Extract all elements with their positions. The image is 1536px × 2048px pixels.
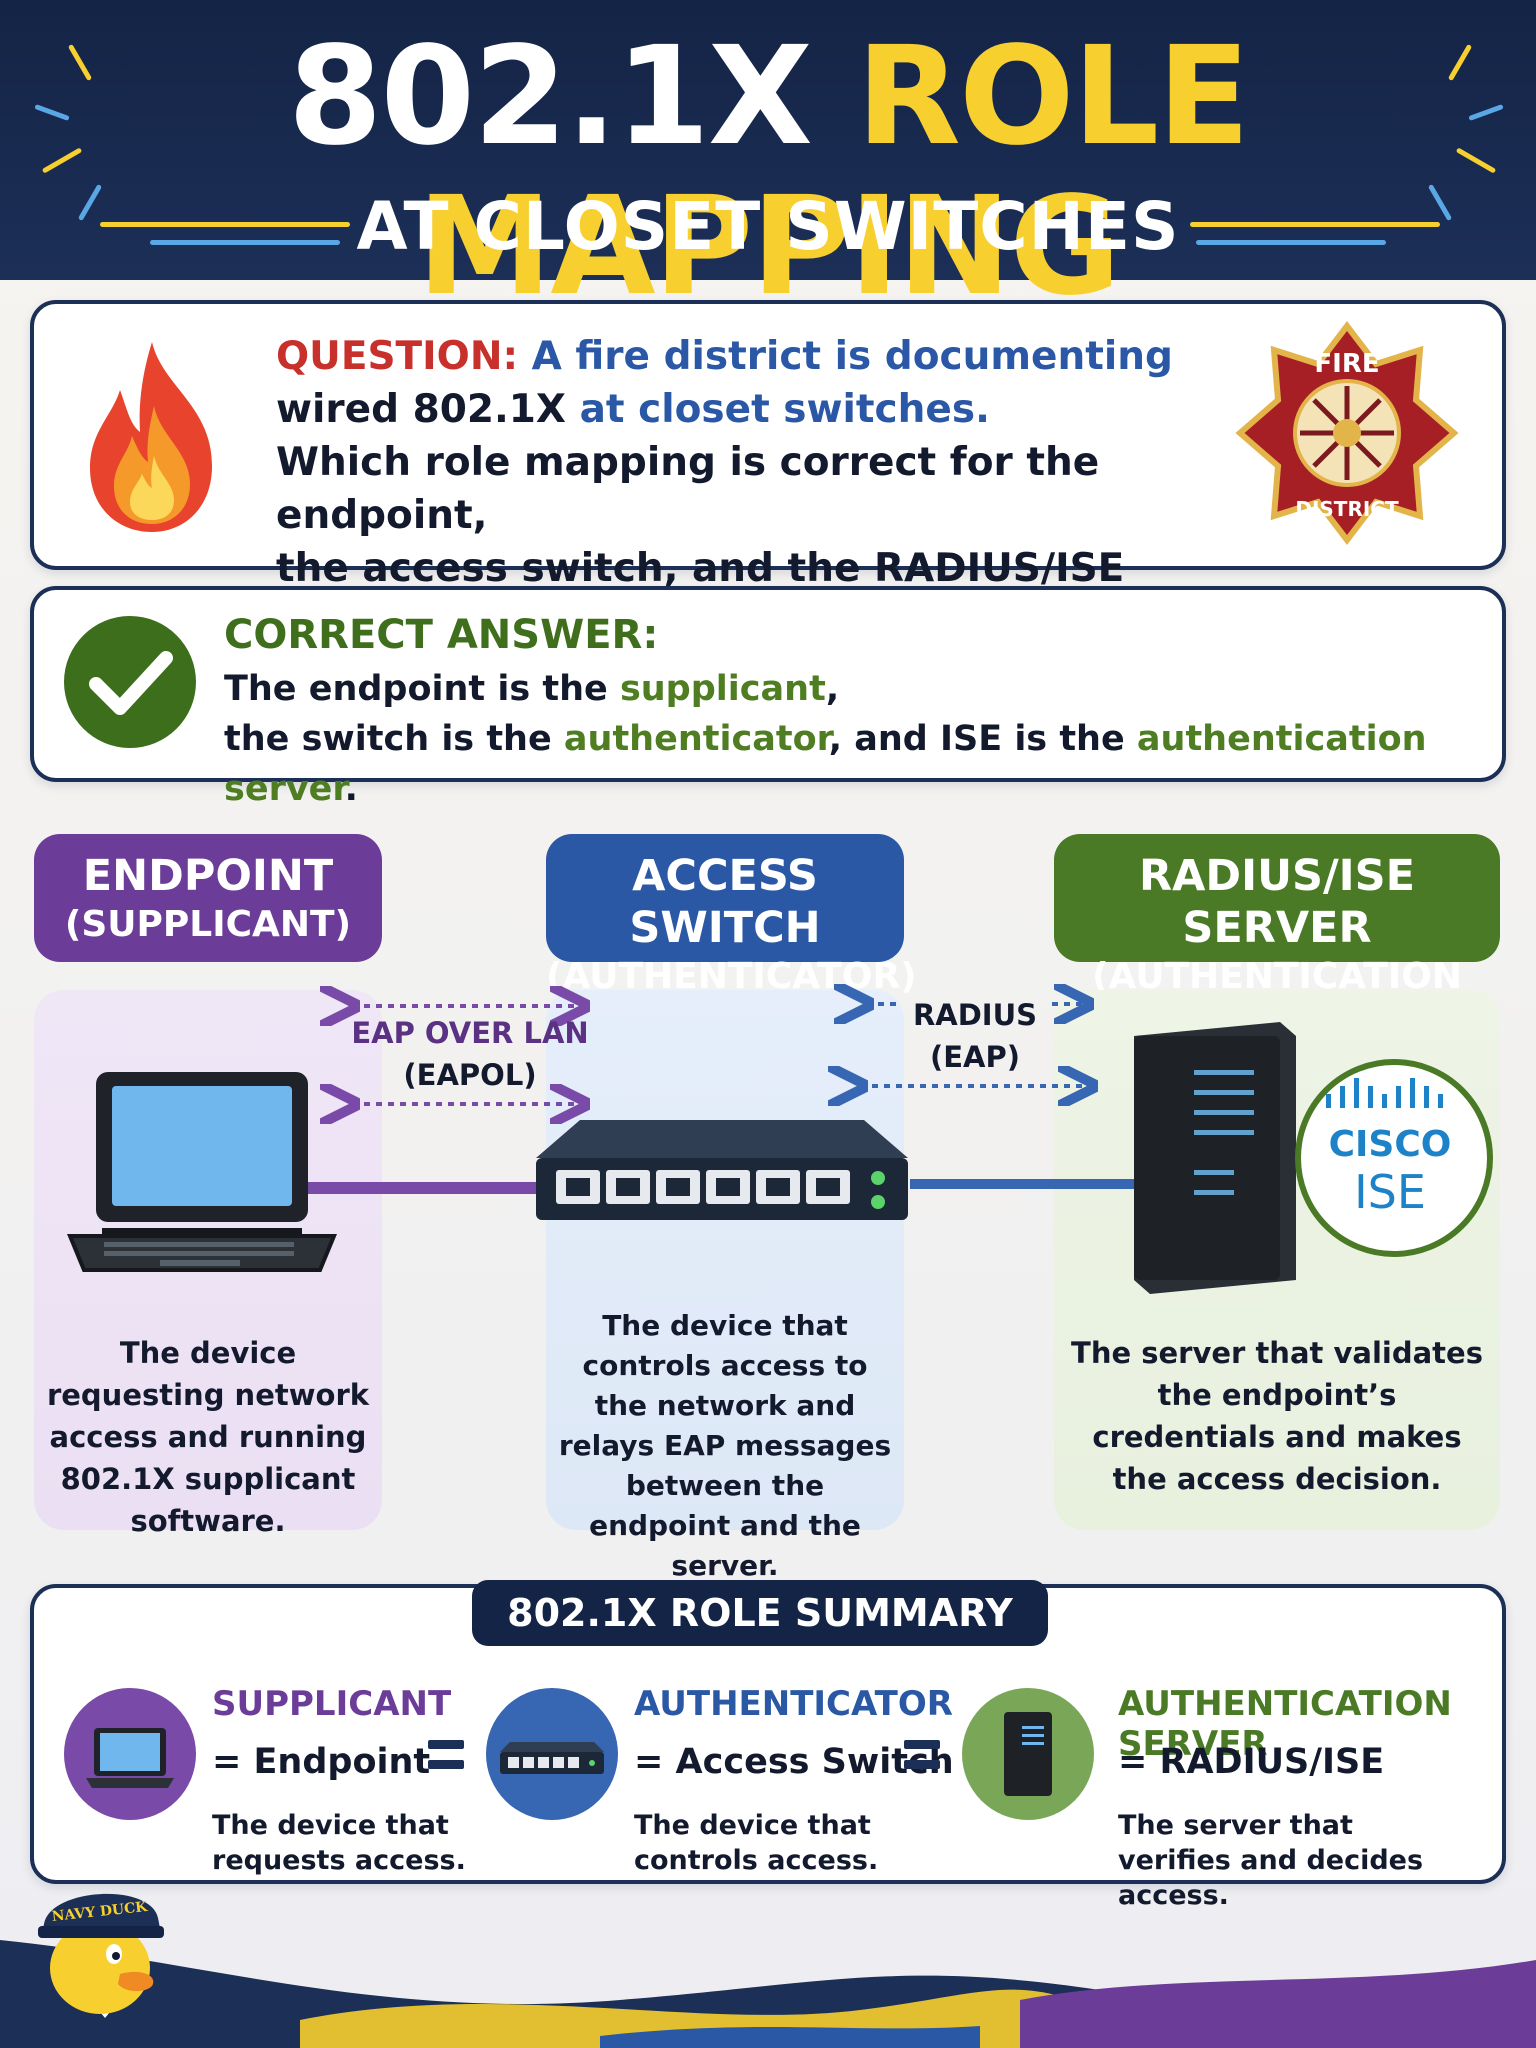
eapol-label-line2: (EAPOL) xyxy=(403,1058,537,1092)
cisco-brand-text: CISCO xyxy=(1329,1124,1452,1165)
answer-part: the switch is the xyxy=(224,719,564,759)
header-banner xyxy=(0,0,1536,280)
page-subtitle: AT CLOSET SWITCHES xyxy=(356,188,1180,265)
question-line2-dark: wired 802.1X xyxy=(276,387,567,432)
navy-duck-mascot-icon: NAVY DUCK xyxy=(38,1893,170,2048)
topology-diagram: CISCO ISE xyxy=(67,980,1493,1294)
summary-desc-authenticator: The device that controls access. xyxy=(634,1810,879,1876)
summary-authenticator-icon-circle xyxy=(486,1688,618,1820)
summary-role-authenticator: AUTHENTICATOR xyxy=(634,1684,953,1724)
answer-text: The endpoint is the supplicant, the swit… xyxy=(224,664,1494,814)
summary-equals-radius-ise: = RADIUS/ISE xyxy=(1118,1742,1385,1782)
radius-label: RADIUS (EAP) xyxy=(880,994,1070,1078)
summary-role-authentication-server: AUTHENTICATION SERVER xyxy=(1118,1684,1452,1764)
ise-product-text: ISE xyxy=(1354,1165,1426,1219)
equals-sign-icon xyxy=(904,1740,940,1770)
flame-icon xyxy=(90,342,212,532)
answer-card xyxy=(30,586,1506,782)
endpoint-role-header: ENDPOINT (SUPPLICANT) xyxy=(34,834,382,962)
network-switch-icon xyxy=(500,1742,604,1774)
answer-part: , xyxy=(825,669,840,709)
server-role-header: RADIUS/ISE SERVER (AUTHENTICATION SERVER… xyxy=(1054,834,1500,1043)
answer-term-authentication-server: authentication server xyxy=(224,719,1427,809)
equals-sign-icon xyxy=(428,1740,464,1770)
server-tower-icon xyxy=(1004,1712,1052,1796)
title-white-part: 802.1X xyxy=(287,18,813,176)
endpoint-role-title: ENDPOINT xyxy=(82,851,334,901)
question-line1: A fire district is documenting xyxy=(531,334,1173,379)
answer-term-supplicant: supplicant xyxy=(619,669,826,709)
summary-equals-endpoint: = Endpoint xyxy=(212,1742,431,1782)
question-line3: Which role mapping is correct for the en… xyxy=(276,440,1100,538)
radius-label-line1: RADIUS xyxy=(912,998,1038,1032)
laptop-icon xyxy=(86,1728,174,1788)
switch-description: The device that controls access to the n… xyxy=(558,1309,892,1582)
endpoint-description: The device requesting network access and… xyxy=(46,1336,370,1538)
badge-top-text: FIRE xyxy=(1314,349,1379,379)
fire-district-badge-icon: FIRE DISTRICT xyxy=(1235,321,1459,545)
radius-label-line2: (EAP) xyxy=(929,1040,1021,1074)
eapol-label-line1: EAP OVER LAN xyxy=(351,1016,589,1050)
summary-desc-supplicant: The device that requests access. xyxy=(212,1810,466,1876)
laptop-icon xyxy=(67,1072,337,1272)
answer-part: . xyxy=(344,769,358,809)
summary-equals-access-switch: = Access Switch xyxy=(634,1742,954,1782)
answer-title: CORRECT ANSWER: xyxy=(224,612,659,658)
summary-supplicant-icon-circle xyxy=(64,1688,196,1820)
page-title: 802.1X ROLE MAPPING xyxy=(0,22,1536,322)
summary-desc-authentication-server: The server that verifies and decides acc… xyxy=(1118,1810,1424,1911)
badge-bottom-text: DISTRICT xyxy=(1295,497,1399,521)
summary-auth-server-icon-circle xyxy=(962,1688,1094,1820)
question-line2-blue: at closet switches. xyxy=(579,387,990,432)
answer-term-authenticator: authenticator xyxy=(563,719,829,759)
network-switch-icon xyxy=(536,1120,908,1220)
answer-part: The endpoint is the xyxy=(224,669,620,709)
server-role-title: RADIUS/ISE SERVER xyxy=(1138,851,1415,953)
server-tower-icon xyxy=(1134,1022,1296,1294)
eapol-label: EAP OVER LAN (EAPOL) xyxy=(340,1012,600,1096)
checkmark-icon xyxy=(64,616,196,748)
switch-role-title: ACCESS SWITCH xyxy=(629,851,821,953)
bottom-paint-decoration xyxy=(0,1940,1536,2048)
summary-title: 802.1X ROLE SUMMARY xyxy=(472,1580,1048,1646)
question-label: QUESTION: xyxy=(276,334,519,379)
switch-role-header: ACCESS SWITCH (AUTHENTICATOR) xyxy=(546,834,917,997)
title-yellow-part: ROLE MAPPING xyxy=(417,18,1250,326)
answer-part: , and ISE is the xyxy=(828,719,1137,759)
cisco-ise-logo-icon: CISCO ISE xyxy=(1295,1059,1493,1257)
endpoint-role-subtitle: (SUPPLICANT) xyxy=(64,904,352,945)
summary-role-supplicant: SUPPLICANT xyxy=(212,1684,452,1724)
server-description: The server that validates the endpoint’s… xyxy=(1071,1336,1483,1496)
